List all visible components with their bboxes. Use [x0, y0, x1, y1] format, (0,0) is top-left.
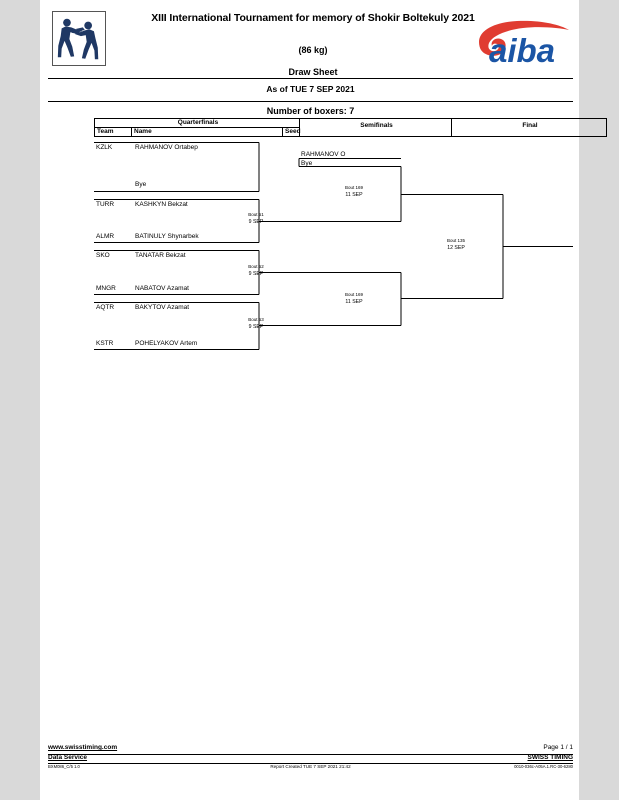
- bout-label-52: Bout 52 9 SEP: [230, 264, 282, 279]
- bout-label-final-date: 12 SEP: [447, 244, 465, 251]
- bout-label-51-number: Bout 51: [248, 212, 264, 217]
- report-code: 0010-036c-A05A.1.RC-30-6280: [514, 763, 573, 769]
- footer-divider-top: [48, 754, 573, 755]
- column-header-semifinals: Semifinals: [299, 118, 452, 137]
- qf-team-8: KSTR: [96, 340, 114, 347]
- column-header-team: Team: [94, 127, 132, 137]
- column-header-final: Final: [451, 118, 607, 137]
- qf-name-4: BATINULY Shynarbek: [135, 233, 199, 240]
- swiss-timing-label: SWISS TIMING: [527, 754, 574, 761]
- qf-name-6: NABATOV Azamat: [135, 285, 189, 292]
- bout-label-sf-bottom: Bout 169 11 SEP: [328, 292, 380, 307]
- qf-name-3: KASHKYN Bekzat: [135, 201, 188, 208]
- column-header-final-label: Final: [522, 121, 538, 129]
- bout-label-sf-bottom-number: Bout 169: [344, 292, 363, 297]
- bout-label-sf-top: Bout 169 11 SEP: [328, 185, 380, 200]
- bout-label-sf-bottom-date: 11 SEP: [345, 298, 363, 305]
- bout-label-53-number: Bout 53: [248, 317, 264, 322]
- sheet-type: Draw Sheet: [288, 67, 338, 77]
- qf-team-5: SKO: [96, 252, 110, 259]
- column-header-seed-label: Seed: [285, 127, 301, 135]
- qf-name-8: POHELYAKOV Artem: [135, 340, 198, 347]
- bout-label-51: Bout 51 9 SEP: [230, 212, 282, 227]
- column-header-name-label: Name: [134, 127, 152, 135]
- draw-sheet-page: XIII International Tournament for memory…: [40, 0, 607, 800]
- bout-label-sf-top-date: 11 SEP: [345, 191, 363, 198]
- boxers-count: Number of boxers: 7: [266, 106, 355, 116]
- bout-label-53-date: 9 SEP: [248, 323, 264, 330]
- svg-text:aiba: aiba: [489, 32, 555, 68]
- bout-label-final-number: Bout 135: [446, 238, 465, 243]
- column-header-name: Name: [131, 127, 283, 137]
- column-header-semifinals-label: Semifinals: [360, 121, 393, 129]
- aiba-logo: aiba: [473, 16, 573, 68]
- qf-name-2: Bye: [135, 181, 147, 188]
- boxers-logo: [52, 11, 106, 66]
- header-divider-bottom: [48, 101, 573, 102]
- bout-label-sf-top-number: Bout 169: [344, 185, 363, 190]
- qf-team-7: AQTR: [96, 304, 115, 311]
- column-header-team-label: Team: [97, 127, 114, 135]
- data-service-label: Data Service: [48, 754, 88, 761]
- report-version: BXM086_C/5 1.0: [48, 763, 80, 769]
- bout-label-52-date: 9 SEP: [248, 270, 264, 277]
- qf-name-7: BAKYTOV Azamat: [135, 304, 190, 311]
- report-created: Report Created TUE 7 SEP 2021 21:42: [270, 763, 351, 769]
- qf-team-1: KZLK: [96, 144, 113, 151]
- footer-divider-bottom: [48, 763, 573, 764]
- bout-label-51-date: 9 SEP: [248, 218, 264, 225]
- qf-team-3: TURR: [96, 201, 115, 208]
- page-number: Page 1 / 1: [543, 744, 573, 751]
- qf-name-5: TANATAR Bekzat: [135, 252, 186, 259]
- qf-team-4: ALMR: [96, 233, 115, 240]
- sf-advanced-sub: Bye: [301, 160, 313, 167]
- document-header: XIII International Tournament for memory…: [48, 8, 573, 80]
- weight-class: (86 kg): [298, 45, 328, 55]
- page-title: XIII International Tournament for memory…: [151, 12, 475, 24]
- qf-name-1: RAHMANOV Ortabep: [135, 144, 198, 151]
- column-header-row: Quarterfinals Team Name Seed Semifinals …: [94, 118, 607, 137]
- qf-team-6: MNGR: [96, 285, 116, 292]
- column-header-quarterfinals-label: Quarterfinals: [177, 118, 219, 126]
- bout-label-final: Bout 135 12 SEP: [430, 238, 482, 253]
- sf-advanced-name: RAHMANOV O: [301, 151, 346, 158]
- swisstiming-url[interactable]: www.swisstiming.com: [48, 744, 118, 751]
- bout-label-52-number: Bout 52: [248, 264, 264, 269]
- bout-label-53: Bout 53 9 SEP: [230, 317, 282, 332]
- header-divider-top: [48, 78, 573, 79]
- column-header-seed: Seed: [282, 127, 301, 137]
- document-footer: www.swisstiming.com Page 1 / 1 Data Serv…: [48, 744, 573, 772]
- as-of-date: As of TUE 7 SEP 2021: [266, 84, 355, 94]
